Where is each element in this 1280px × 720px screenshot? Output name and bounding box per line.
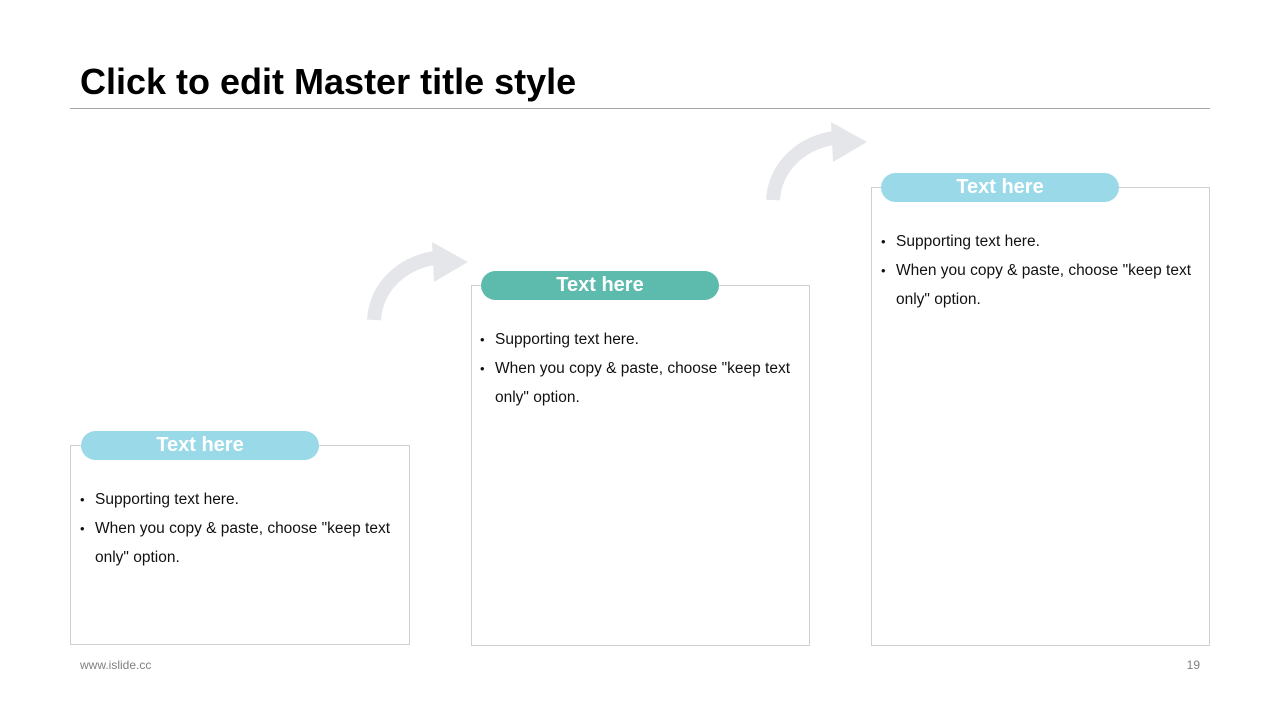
bullet-item: Supporting text here. bbox=[80, 485, 400, 514]
footer-url: www.islide.cc bbox=[80, 658, 152, 672]
bullet-item: When you copy & paste, choose "keep text… bbox=[480, 354, 800, 412]
step-label-1[interactable]: Text here bbox=[81, 431, 319, 460]
step-bullets-1[interactable]: Supporting text here. When you copy & pa… bbox=[80, 485, 400, 572]
step-label-2[interactable]: Text here bbox=[481, 271, 719, 300]
bullet-item: When you copy & paste, choose "keep text… bbox=[80, 514, 400, 572]
slide-title[interactable]: Click to edit Master title style bbox=[80, 61, 577, 102]
curved-arrow-icon bbox=[766, 122, 867, 201]
curved-arrow-icon bbox=[367, 242, 468, 321]
bullet-item: Supporting text here. bbox=[480, 325, 800, 354]
title-divider bbox=[70, 108, 1210, 109]
bullet-item: Supporting text here. bbox=[881, 227, 1201, 256]
step-label-3[interactable]: Text here bbox=[881, 173, 1119, 202]
step-bullets-2[interactable]: Supporting text here. When you copy & pa… bbox=[480, 325, 800, 412]
page-number: 19 bbox=[1186, 658, 1200, 672]
bullet-item: When you copy & paste, choose "keep text… bbox=[881, 256, 1201, 314]
step-bullets-3[interactable]: Supporting text here. When you copy & pa… bbox=[881, 227, 1201, 314]
